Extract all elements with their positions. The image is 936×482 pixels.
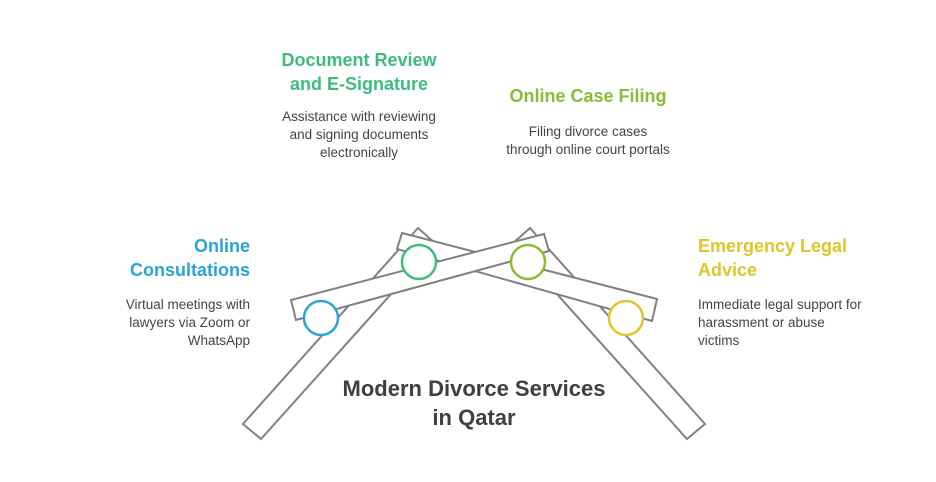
item-title-document-review: Document Review and E-Signature <box>281 50 437 94</box>
item-description-online-consultations: Virtual meetings with lawyers via Zoom o… <box>125 297 250 348</box>
item-title-online-case-filing: Online Case Filing <box>509 86 667 106</box>
node-online-case-filing <box>509 243 547 281</box>
item-description-online-case-filing: Filing divorce cases through online cour… <box>506 124 670 157</box>
item-title-online-consultations: Online Consultations <box>130 236 250 280</box>
item-title-emergency-legal-advice: Emergency Legal Advice <box>698 236 848 280</box>
item-description-document-review: Assistance with reviewing and signing do… <box>282 109 436 160</box>
node-emergency-legal-advice <box>607 299 645 337</box>
node-online-consultations <box>302 299 340 337</box>
item-description-emergency-legal-advice: Immediate legal support for harassment o… <box>698 297 862 348</box>
node-document-review <box>400 243 438 281</box>
main-title: Modern Divorce Services in Qatar <box>342 376 606 430</box>
